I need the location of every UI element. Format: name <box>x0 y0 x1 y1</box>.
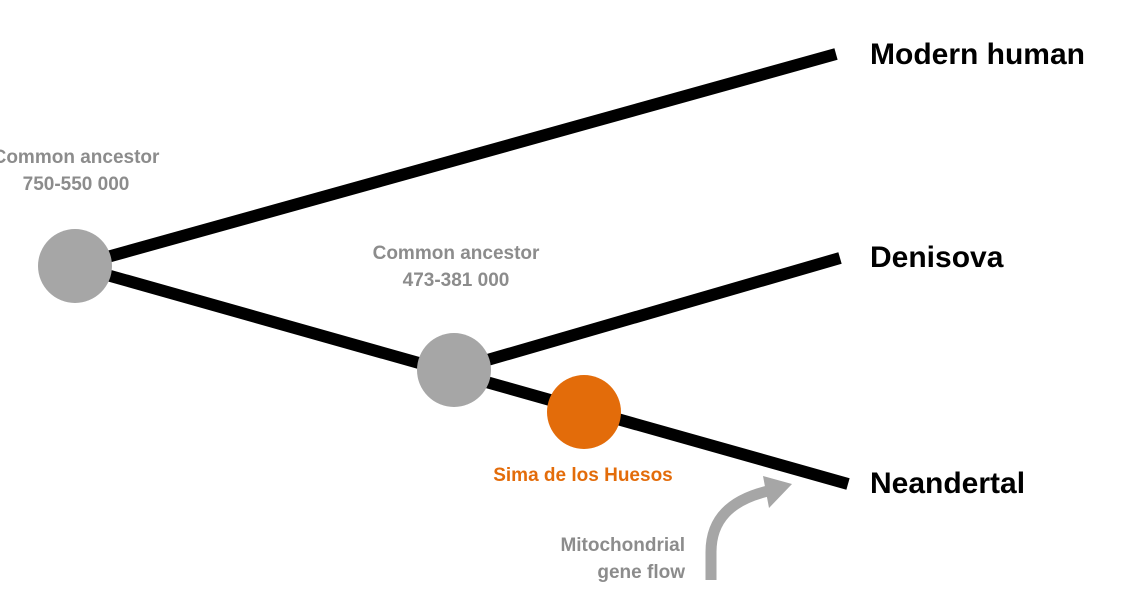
branch-inner-to-denisova <box>451 252 842 376</box>
sima-de-los-huesos-label: Sima de los Huesos <box>493 465 673 486</box>
gene-flow-label-line2: gene flow <box>597 562 685 583</box>
tip-label-neandertal: Neandertal <box>870 467 1025 500</box>
root-ancestor-name: Common ancestor <box>0 147 160 168</box>
tip-label-denisova: Denisova <box>870 241 1004 274</box>
branch-root-to-modern-human <box>73 48 838 272</box>
inner-ancestor-name: Common ancestor <box>373 243 540 264</box>
inner-ancestor-node <box>417 333 491 407</box>
root-ancestor-age: 750-550 000 <box>23 174 130 195</box>
gene-flow-arrow-head <box>763 476 792 508</box>
inner-ancestor-age: 473-381 000 <box>403 270 510 291</box>
gene-flow-arrow-shaft <box>705 485 770 580</box>
root-ancestor-node <box>38 229 112 303</box>
tip-label-modern-human: Modern human <box>870 38 1085 71</box>
gene-flow-label-line1: Mitochondrial <box>560 535 685 556</box>
sima-de-los-huesos-node <box>547 375 621 449</box>
